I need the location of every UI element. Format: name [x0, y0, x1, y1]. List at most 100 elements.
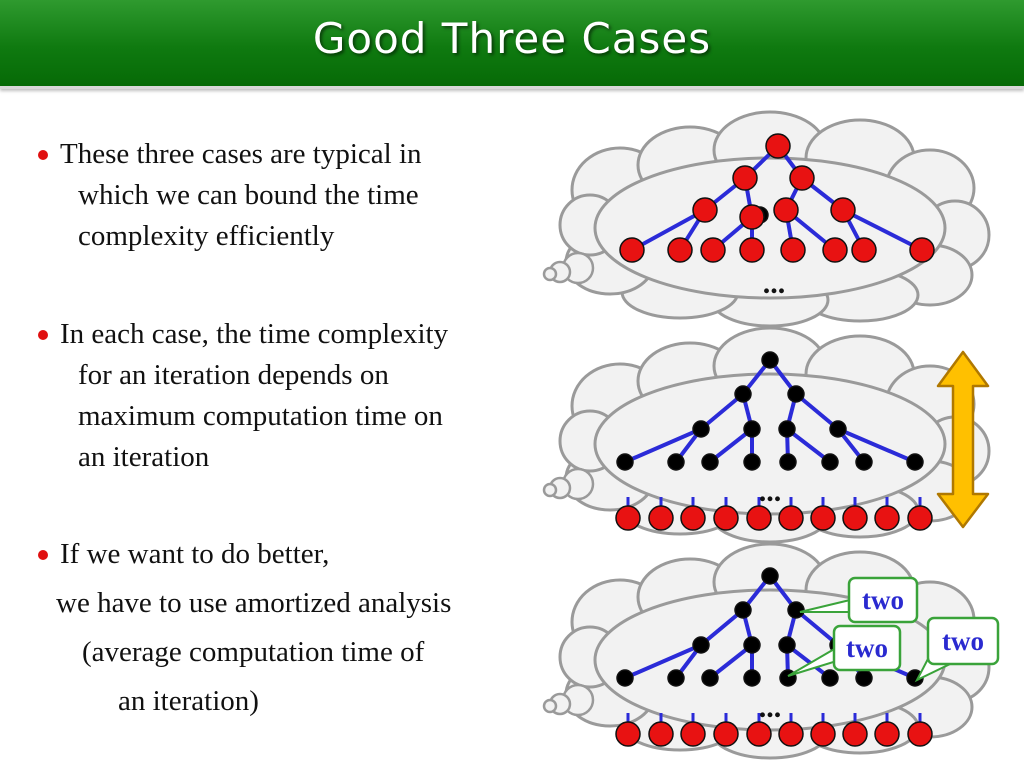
cloud-2-bubble: [542, 482, 558, 498]
bullet-3-line-4: an iteration): [118, 685, 259, 717]
bullet-1-line-3: complexity efficiently: [78, 220, 335, 252]
tree-edge: [842, 208, 923, 252]
tree-node: [821, 453, 839, 471]
callout-3: [926, 616, 1000, 666]
tree-node: [789, 165, 815, 191]
tree-edge: [785, 643, 832, 680]
bullet-2-line-1: In each case, the time complexity: [60, 318, 449, 350]
bullet-2: In each case, the time complexity for an…: [38, 314, 538, 478]
bullet-dot-icon: [38, 550, 48, 560]
tree-node: [713, 721, 739, 747]
tree-node: [648, 505, 674, 531]
bullet-2-line-4: an iteration: [78, 441, 210, 473]
slide-title: Good Three Cases: [312, 14, 712, 63]
tree-edge: [708, 427, 754, 464]
cloud-2-body: [598, 378, 942, 510]
tree-edge: [624, 427, 702, 464]
tree-node: [907, 721, 933, 747]
tree-node: [743, 636, 761, 654]
tree-node: [765, 133, 791, 159]
tree-node: [874, 721, 900, 747]
bullet-1-line-1: These three cases are typical in: [60, 138, 422, 170]
callout-1: [847, 576, 919, 624]
bullet-3-line-1: If we want to do better,: [60, 538, 330, 570]
bullet-1: These three cases are typical in which w…: [38, 134, 538, 257]
tree-node: [615, 721, 641, 747]
double-arrow-icon: [936, 350, 990, 529]
tree-node: [616, 669, 634, 687]
tree-node: [829, 420, 847, 438]
tree-edge: [631, 208, 706, 252]
tree-node: [743, 669, 761, 687]
tree-node: [667, 453, 685, 471]
tree-node: [667, 669, 685, 687]
bullet-3-line-2: we have to use amortized analysis: [56, 587, 452, 619]
tree-node: [692, 420, 710, 438]
tree-node: [842, 721, 868, 747]
tree-edge: [837, 427, 916, 464]
tree-edge: [624, 643, 702, 680]
title-bar: Good Three Cases: [0, 0, 1024, 89]
bullet-3-line-3: (average computation time of: [82, 636, 425, 668]
tree-node: [842, 505, 868, 531]
tree-node: [739, 204, 765, 230]
ellipsis-1: ...: [763, 267, 786, 300]
bullet-2-line-3: maximum computation time on: [78, 400, 443, 432]
tree-node: [734, 601, 752, 619]
tree-node: [778, 420, 796, 438]
bullet-dot-icon: [38, 150, 48, 160]
tree-edge: [785, 427, 832, 464]
tree-node: [667, 237, 693, 263]
tree-node: [619, 237, 645, 263]
tree-node: [734, 385, 752, 403]
tree-node: [822, 237, 848, 263]
bullet-2-line-2: for an iteration depends on: [78, 359, 389, 391]
tree-node: [692, 197, 718, 223]
ellipsis-3: ...: [759, 691, 782, 724]
tree-node: [761, 351, 779, 369]
tree-node: [701, 669, 719, 687]
tree-node: [700, 237, 726, 263]
tree-node: [680, 721, 706, 747]
tree-node: [855, 453, 873, 471]
tree-node: [761, 567, 779, 585]
tree-node: [616, 453, 634, 471]
tree-edge: [794, 608, 840, 647]
tree-node: [906, 453, 924, 471]
tree-node: [743, 420, 761, 438]
tree-node: [830, 197, 856, 223]
tree-node: [648, 721, 674, 747]
tree-node: [821, 669, 839, 687]
callout-1-label: two: [862, 585, 904, 615]
cloud-1-bubble: [542, 266, 558, 282]
ellipsis-2: ...: [759, 475, 782, 508]
tree-node: [810, 721, 836, 747]
tree-node: [787, 385, 805, 403]
callout-3-label: two: [942, 626, 984, 656]
bullet-3: If we want to do better, we have to use …: [38, 534, 538, 722]
tree-node: [810, 505, 836, 531]
tree-node: [851, 237, 877, 263]
tree-node: [739, 237, 765, 263]
cloud-3-bubble: [542, 698, 558, 714]
tree-node: [909, 237, 935, 263]
tree-node: [778, 636, 796, 654]
bullet-dot-icon: [38, 330, 48, 340]
tree-node: [732, 165, 758, 191]
callout-2-label: two: [846, 633, 888, 663]
tree-node: [778, 505, 804, 531]
tree-node: [743, 453, 761, 471]
tree-node: [907, 505, 933, 531]
callout-2: [832, 624, 902, 672]
tree-node: [780, 237, 806, 263]
tree-node: [874, 505, 900, 531]
tree-node: [787, 601, 805, 619]
tree-node: [701, 453, 719, 471]
tree-node: [773, 197, 799, 223]
tree-node: [746, 505, 772, 531]
tree-edge: [794, 392, 840, 431]
tree-node: [778, 721, 804, 747]
tree-node: [615, 505, 641, 531]
tree-node: [855, 669, 873, 687]
